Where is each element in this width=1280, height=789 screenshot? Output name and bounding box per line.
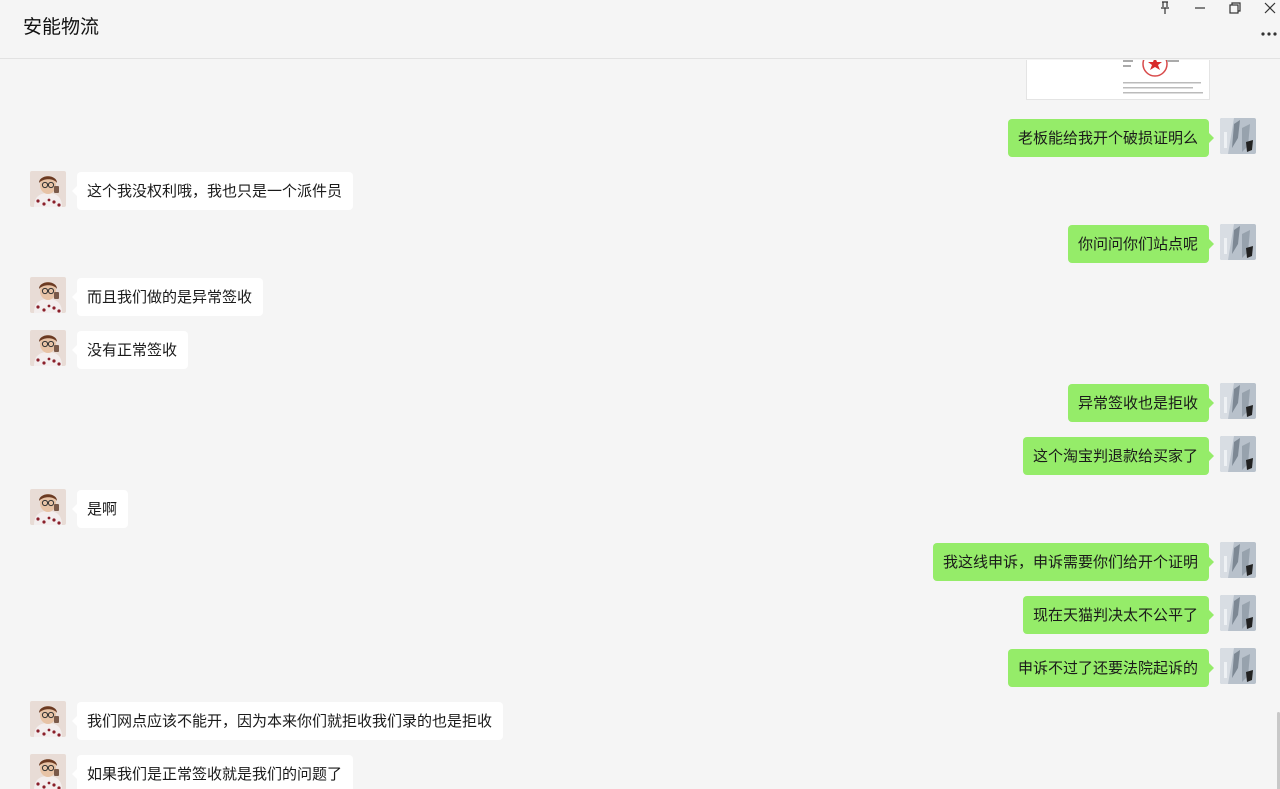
- self-avatar[interactable]: [1220, 542, 1256, 578]
- incoming-message-bubble[interactable]: 而且我们做的是异常签收: [72, 278, 263, 316]
- more-dots-icon[interactable]: [1258, 26, 1280, 42]
- incoming-message-bubble[interactable]: 没有正常签收: [72, 331, 188, 369]
- chat-title: 安能物流: [23, 16, 100, 38]
- contact-avatar[interactable]: [30, 330, 66, 366]
- self-avatar[interactable]: [1220, 224, 1256, 260]
- outgoing-message-bubble[interactable]: 这个淘宝判退款给买家了: [1023, 437, 1214, 475]
- message-list[interactable]: 老板能给我开个破损证明么这个我没权利哦，我也只是一个派件员你问问你们站点呢而且我…: [0, 60, 1280, 789]
- outgoing-message-bubble[interactable]: 现在天猫判决太不公平了: [1023, 596, 1214, 634]
- restore-icon[interactable]: [1223, 0, 1247, 16]
- contact-avatar[interactable]: [30, 701, 66, 737]
- self-avatar[interactable]: [1220, 383, 1256, 419]
- incoming-message-bubble[interactable]: 如果我们是正常签收就是我们的问题了: [72, 755, 353, 789]
- incoming-message-bubble[interactable]: 是啊: [72, 490, 128, 528]
- contact-avatar[interactable]: [30, 754, 66, 789]
- contact-avatar[interactable]: [30, 489, 66, 525]
- outgoing-message-bubble[interactable]: 我这线申诉，申诉需要你们给开个证明: [933, 543, 1214, 581]
- outgoing-message-bubble[interactable]: 异常签收也是拒收: [1068, 384, 1214, 422]
- document-image-message[interactable]: [1026, 60, 1210, 100]
- self-avatar[interactable]: [1220, 118, 1256, 154]
- minimize-icon[interactable]: [1188, 0, 1212, 16]
- self-avatar[interactable]: [1220, 436, 1256, 472]
- incoming-message-bubble[interactable]: 这个我没权利哦，我也只是一个派件员: [72, 172, 353, 210]
- self-avatar[interactable]: [1220, 595, 1256, 631]
- outgoing-message-bubble[interactable]: 你问问你们站点呢: [1068, 225, 1214, 263]
- contact-avatar[interactable]: [30, 171, 66, 207]
- chat-header: 安能物流: [0, 0, 1280, 59]
- pin-icon[interactable]: [1153, 0, 1177, 16]
- outgoing-message-bubble[interactable]: 老板能给我开个破损证明么: [1008, 119, 1214, 157]
- contact-avatar[interactable]: [30, 277, 66, 313]
- scrollbar[interactable]: [1277, 712, 1280, 789]
- incoming-message-bubble[interactable]: 我们网点应该不能开，因为本来你们就拒收我们录的也是拒收: [72, 702, 503, 740]
- outgoing-message-bubble[interactable]: 申诉不过了还要法院起诉的: [1008, 649, 1214, 687]
- close-icon[interactable]: [1258, 0, 1280, 16]
- self-avatar[interactable]: [1220, 648, 1256, 684]
